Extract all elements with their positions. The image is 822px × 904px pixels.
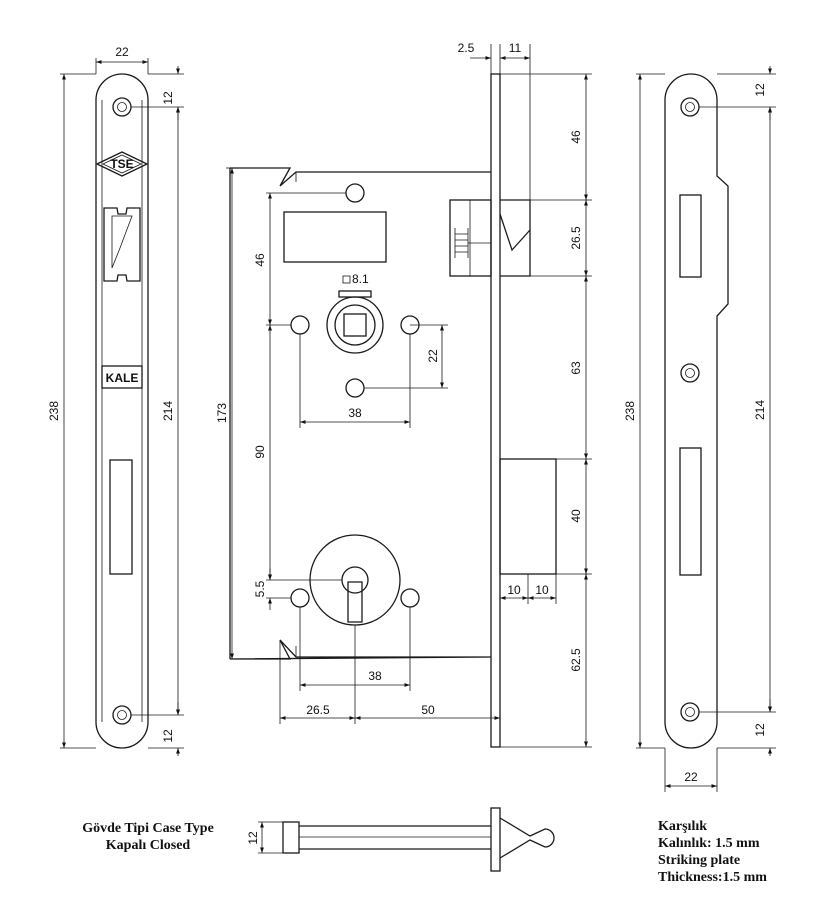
follower-hole-offset-label: 22 [426, 349, 440, 363]
case-type-caption: Gövde Tipi Case Type Kapalı Closed [60, 820, 236, 854]
bolt-width-a-label: 10 [507, 583, 521, 597]
latch-to-bolt-label: 63 [569, 361, 583, 375]
backset-small-label: 26.5 [306, 703, 330, 717]
case-type-line: Gövde Tipi Case Type [82, 821, 214, 836]
bolt-to-bottom-label: 62.5 [569, 648, 583, 672]
latch-bolt [449, 199, 531, 277]
plate-middle-screw-hole [680, 363, 700, 383]
deadbolt [499, 458, 557, 575]
backset-label: 50 [421, 703, 435, 717]
hole-spacing-label: 214 [161, 401, 175, 421]
follower-bottom-hole [345, 378, 365, 398]
latch-height-label: 26.5 [569, 226, 583, 250]
bottom-hole-offset-label: 12 [161, 729, 175, 743]
kale-logo-text: KALE [106, 371, 139, 385]
plate-caption-line-1: Karşılık [658, 819, 708, 834]
keyhole-offset-label: 5.5 [253, 580, 267, 597]
top-hole-offset-label: 12 [161, 91, 175, 105]
case-top-hole [345, 183, 365, 203]
striking-plate-caption: Karşılık Kalınlık: 1.5 mm Striking plate… [658, 818, 767, 886]
follower-square-label: 8.1 [352, 272, 369, 286]
plate-top-screw-hole [680, 97, 700, 117]
follower-hole-spacing-label: 38 [348, 406, 362, 420]
faceplate-view: TSE KALE 22 238 214 12 12 [47, 45, 184, 756]
faceplate-length-label: 238 [47, 401, 61, 421]
follower [326, 290, 384, 354]
plate-caption-line-2: Kalınlık: 1.5 mm [658, 836, 760, 851]
lock-case-view: 2.5 11 46 26.5 63 40 62.5 10 10 173 [215, 41, 592, 748]
striking-plate-outline [664, 73, 729, 749]
faceplate-width-label: 22 [115, 45, 129, 59]
forend-plate [490, 73, 501, 748]
plate-caption-line-4: Thickness:1.5 mm [658, 870, 767, 885]
plate-bottom-screw-hole [680, 702, 700, 722]
case-top-to-follower-label: 46 [253, 253, 267, 267]
plate-width-label: 22 [684, 770, 698, 784]
faceplate-outline [95, 73, 149, 749]
plate-top-offset-label: 12 [753, 83, 767, 97]
deadbolt-slot [109, 459, 133, 575]
case-height-label: 173 [215, 403, 229, 423]
cylinder-left-hole [290, 588, 310, 608]
keyhole-hole-spacing-label: 38 [368, 669, 382, 683]
follower-to-keyhole-label: 90 [253, 445, 267, 459]
plate-latch-slot [679, 194, 702, 278]
plate-caption-line-3: Striking plate [658, 853, 741, 868]
latch-projection-label: 11 [509, 41, 522, 55]
bolt-width-b-label: 10 [535, 583, 549, 597]
cylinder-right-hole [400, 588, 420, 608]
kale-logo: KALE [101, 365, 143, 389]
top-to-latch-label: 46 [569, 130, 583, 144]
side-height-label: 12 [246, 831, 260, 845]
case-closed-line: Kapalı Closed [105, 838, 191, 853]
side-view: 12 [246, 807, 555, 872]
plate-length-label: 238 [623, 401, 637, 421]
plate-bottom-offset-label: 12 [753, 723, 767, 737]
faceplate-top-screw-hole [112, 97, 132, 117]
faceplate-bottom-screw-hole [112, 705, 132, 725]
striking-plate-view: 238 214 12 12 22 [623, 66, 776, 792]
plate-bolt-slot [679, 447, 702, 576]
follower-left-hole [290, 315, 310, 335]
tse-logo-text: TSE [110, 157, 133, 171]
forend-thickness-label: 2.5 [458, 41, 475, 55]
tse-logo: TSE [95, 151, 149, 177]
latch-window [103, 207, 141, 282]
case-outline [229, 167, 492, 660]
plate-hole-spacing-label: 214 [753, 400, 767, 420]
case-window [283, 211, 387, 263]
bolt-height-label: 40 [569, 509, 583, 523]
